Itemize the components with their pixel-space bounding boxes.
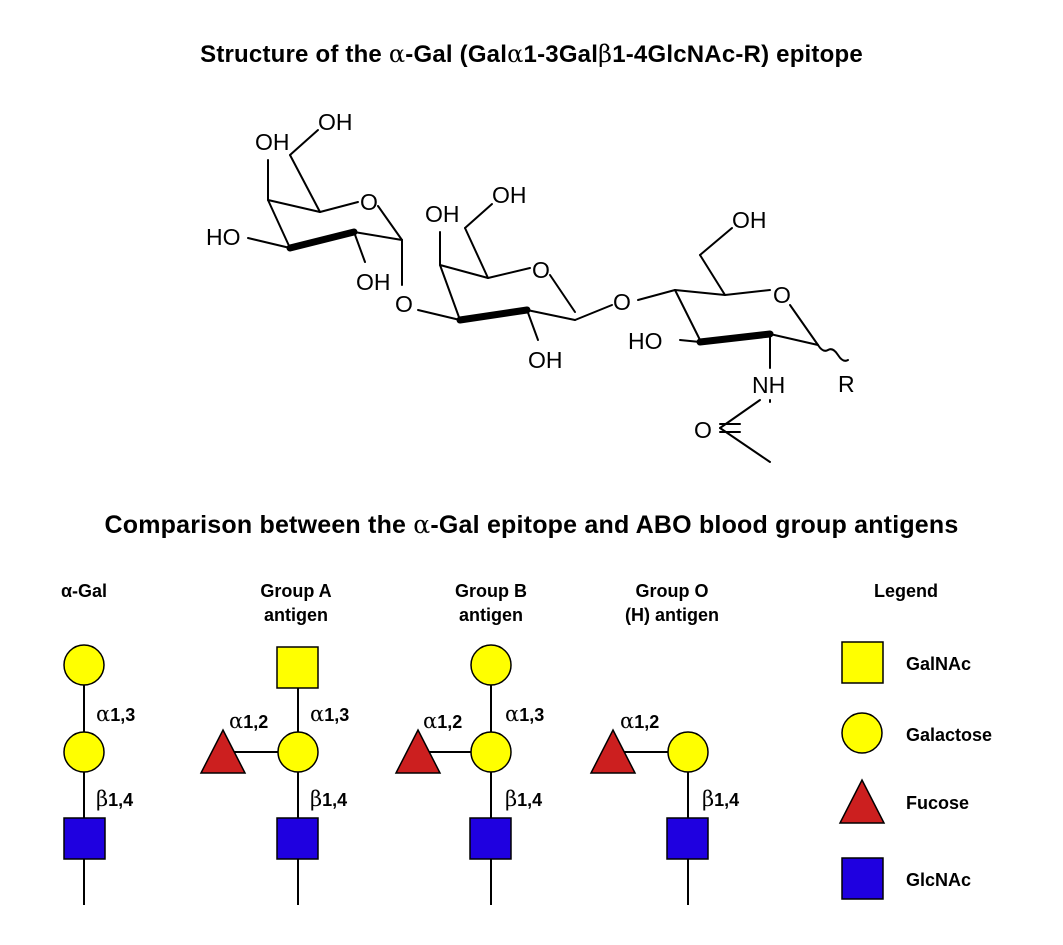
oh-label: OH	[492, 182, 527, 208]
column-title-group-a: Group A	[260, 581, 331, 601]
alpha-gal-chemical-structure: OH OH HO OH O O OH OH O OH O OH O HO NH …	[206, 109, 855, 463]
oh-label: OH	[356, 269, 391, 295]
linkage-label-b14: β1,4	[505, 787, 542, 811]
legend-label-fucose: Fucose	[906, 793, 969, 813]
oh-label: OH	[732, 207, 767, 233]
ring-oxygen-label: O	[532, 257, 550, 283]
oh-label: OH	[528, 347, 563, 373]
linkage-label-a12: α1,2	[423, 709, 462, 733]
legend-label-galnac: GalNAc	[906, 654, 971, 674]
oh-label: OH	[425, 201, 460, 227]
galactose-symbol	[470, 731, 512, 773]
legend-galnac-symbol	[841, 641, 884, 684]
column-title-group-a: antigen	[264, 605, 328, 625]
linkage-label-a12: α1,2	[620, 709, 659, 733]
linkage-label-b14: β1,4	[702, 787, 739, 811]
linkage-label-b14: β1,4	[310, 787, 347, 811]
glycosidic-oxygen-label: O	[613, 289, 631, 315]
ho-label: HO	[628, 328, 663, 354]
glcnac-symbol	[666, 817, 709, 860]
glycosidic-oxygen-label: O	[395, 291, 413, 317]
legend-fucose-symbol	[838, 778, 886, 824]
linkage-label-a13: α1,3	[505, 702, 544, 726]
ho-label: HO	[206, 224, 241, 250]
linkage-label-a13: α1,3	[96, 702, 135, 726]
ring-oxygen-label: O	[773, 282, 791, 308]
column-title-group-b: Group B	[455, 581, 527, 601]
column-title-alpha-gal: α-Gal	[61, 581, 107, 601]
galactose-symbol	[63, 644, 105, 686]
column-title-group-b: antigen	[459, 605, 523, 625]
glcnac-symbol	[276, 817, 319, 860]
glcnac-symbol	[63, 817, 106, 860]
comparison-title: Comparison between the α-Gal epitope and…	[104, 510, 959, 539]
galactose-symbol	[277, 731, 319, 773]
galactose-symbol	[667, 731, 709, 773]
column-title-group-o: (H) antigen	[625, 605, 719, 625]
legend-title: Legend	[874, 581, 938, 601]
legend-label-glcnac: GlcNAc	[906, 870, 971, 890]
oh-label: OH	[318, 109, 353, 135]
legend-glcnac-symbol	[841, 857, 884, 900]
column-title-group-o: Group O	[636, 581, 709, 601]
ring-oxygen-label: O	[360, 189, 378, 215]
linkage-label-a12: α1,2	[229, 709, 268, 733]
fucose-symbol	[394, 728, 442, 774]
galactose-symbol	[63, 731, 105, 773]
nh-label: NH	[752, 372, 785, 398]
fucose-symbol	[199, 728, 247, 774]
carbonyl-oxygen-label: O	[694, 417, 712, 443]
linkage-label-a13: α1,3	[310, 702, 349, 726]
glcnac-symbol	[469, 817, 512, 860]
legend-label-galactose: Galactose	[906, 725, 992, 745]
r-group-label: R	[838, 371, 855, 397]
structure-title: Structure of the α-Gal (Galα1-3Galβ1-4Gl…	[200, 40, 863, 68]
linkage-label-b14: β1,4	[96, 787, 133, 811]
fucose-symbol	[589, 728, 637, 774]
legend-galactose-symbol	[841, 712, 883, 754]
galnac-symbol	[276, 646, 319, 689]
galactose-symbol	[470, 644, 512, 686]
oh-label: OH	[255, 129, 290, 155]
